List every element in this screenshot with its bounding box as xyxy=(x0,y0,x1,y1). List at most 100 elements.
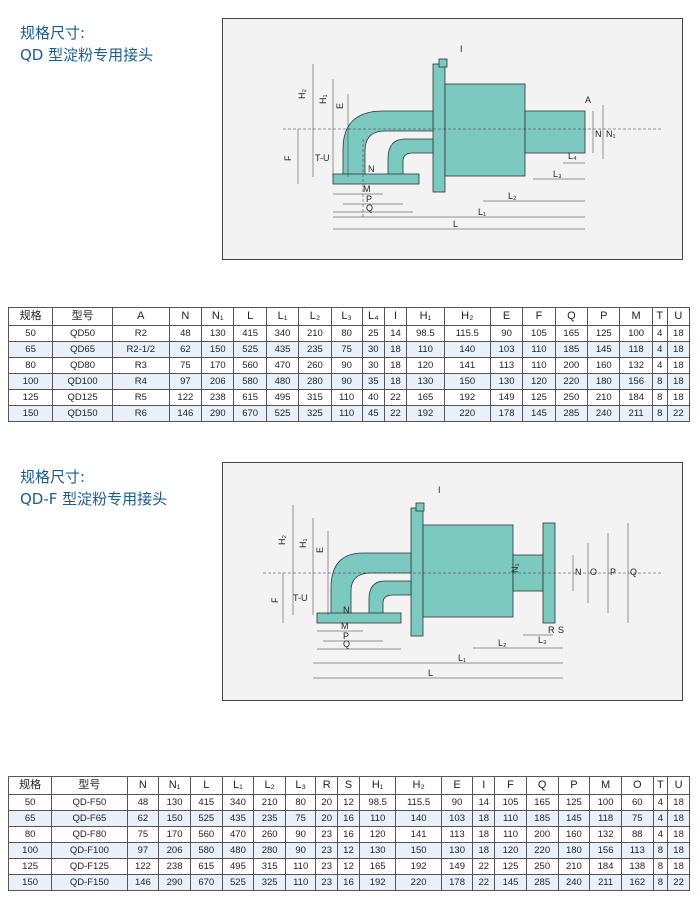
table-cell: 18 xyxy=(667,858,690,875)
table-cell: 25 xyxy=(361,325,385,342)
table-cell: 30 xyxy=(361,357,385,374)
table-cell: R3 xyxy=(111,357,170,374)
table-cell: 285 xyxy=(554,405,589,422)
table-cell: 156 xyxy=(589,842,622,859)
column-header: H₁ xyxy=(406,307,445,326)
table-cell: 210 xyxy=(253,794,286,811)
table-cell: 238 xyxy=(158,858,191,875)
table-cell: 206 xyxy=(201,373,235,390)
label-n-right: N xyxy=(595,129,602,139)
table-cell: QD65 xyxy=(52,341,113,358)
table-cell: 580 xyxy=(233,373,267,390)
table-cell: 98.5 xyxy=(406,325,445,342)
table-cell: 18 xyxy=(383,357,408,374)
table-cell: 211 xyxy=(589,874,622,891)
table-cell: 185 xyxy=(554,341,589,358)
table-cell: 210 xyxy=(557,858,591,875)
table-cell: 18 xyxy=(667,810,690,827)
table-cell: 18 xyxy=(472,810,496,827)
table-cell: 325 xyxy=(253,874,286,891)
table-cell: 250 xyxy=(554,389,589,406)
table-cell: 8 xyxy=(651,405,668,422)
table-cell: 240 xyxy=(557,874,591,891)
label-l1: L₁ xyxy=(478,207,486,217)
table-cell: 220 xyxy=(443,405,491,422)
table-cell: 285 xyxy=(525,874,559,891)
label-q: Q xyxy=(343,639,350,649)
table-cell: 435 xyxy=(265,341,300,358)
table-cell: 145 xyxy=(587,341,621,358)
table-cell: 141 xyxy=(443,357,491,374)
label-l1: L₁ xyxy=(458,653,466,663)
table-cell: 62 xyxy=(168,341,203,358)
table-cell: 22 xyxy=(383,405,408,422)
column-header: U xyxy=(667,776,690,795)
label-f: F xyxy=(283,155,293,161)
table-cell: 130 xyxy=(440,842,474,859)
table-cell: 180 xyxy=(557,842,591,859)
table-cell: 115.5 xyxy=(443,325,491,342)
table-cell: 192 xyxy=(443,389,491,406)
table-cell: 140 xyxy=(443,341,491,358)
table-cell: 122 xyxy=(168,389,203,406)
table-cell: 90 xyxy=(284,826,317,843)
table-cell: 90 xyxy=(330,373,363,390)
table-cell: 178 xyxy=(489,405,524,422)
table-cell: 100 xyxy=(619,325,653,342)
table-cell: 415 xyxy=(189,794,223,811)
table-cell: 192 xyxy=(406,405,445,422)
table-cell: 156 xyxy=(619,373,653,390)
table-cell: 210 xyxy=(587,389,621,406)
table-cell: 125 xyxy=(557,794,591,811)
table-cell: 100 xyxy=(7,842,53,859)
table-cell: 105 xyxy=(522,325,556,342)
table-cell: QD-F125 xyxy=(51,858,128,875)
table-cell: 165 xyxy=(358,858,397,875)
table-cell: 23 xyxy=(315,858,339,875)
table-cell: 125 xyxy=(7,389,54,406)
table-cell: 90 xyxy=(330,357,363,374)
table-cell: 22 xyxy=(472,858,496,875)
label-s: S xyxy=(558,625,564,635)
label-q-right: Q xyxy=(630,567,637,577)
table-cell: 200 xyxy=(525,826,559,843)
table-cell: 8 xyxy=(652,858,669,875)
column-header: N xyxy=(168,307,203,326)
column-header: 规格 xyxy=(7,776,53,795)
table-cell: 35 xyxy=(361,373,385,390)
table-cell: 8 xyxy=(651,373,668,390)
table-cell: R2 xyxy=(111,325,170,342)
table-cell: 315 xyxy=(298,389,332,406)
table-cell: 8 xyxy=(652,842,669,859)
table-cell: QD-F80 xyxy=(51,826,128,843)
table-cell: 340 xyxy=(221,794,255,811)
table-cell: 470 xyxy=(265,357,300,374)
table-cell: 97 xyxy=(126,842,160,859)
label-l4: L₄ xyxy=(568,151,577,161)
table-cell: 470 xyxy=(221,826,255,843)
table-cell: 130 xyxy=(158,794,191,811)
table-cell: 18 xyxy=(666,389,691,406)
label-l2: L₂ xyxy=(508,191,517,201)
table-cell: 120 xyxy=(494,842,527,859)
column-header: N₁ xyxy=(158,776,191,795)
column-header: Q xyxy=(554,307,589,326)
table-cell: 211 xyxy=(619,405,653,422)
table-cell: 290 xyxy=(201,405,235,422)
table-cell: 115.5 xyxy=(395,794,442,811)
table-cell: 110 xyxy=(330,405,363,422)
table-cell: 110 xyxy=(284,858,317,875)
table-cell: 118 xyxy=(589,810,622,827)
column-header: F xyxy=(494,776,527,795)
table-cell: 525 xyxy=(189,810,223,827)
qd-diagram: I A H₂ H₁ E F T-U N M P Q N N₁ L₄ L₃ L₂ … xyxy=(222,18,683,260)
table-cell: 525 xyxy=(221,874,255,891)
table-cell: QD150 xyxy=(52,405,113,422)
label-l3: L₃ xyxy=(553,169,562,179)
table-cell: 18 xyxy=(666,373,691,390)
table-cell: 141 xyxy=(395,826,442,843)
